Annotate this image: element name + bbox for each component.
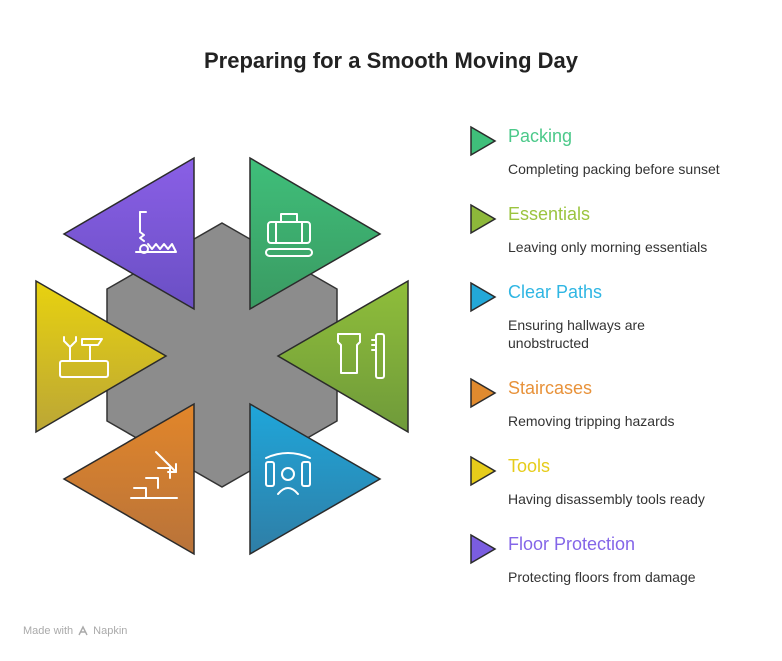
legend-triangle-icon xyxy=(470,455,497,487)
legend-description: Removing tripping hazards xyxy=(508,413,675,429)
legend-title: Floor Protection xyxy=(508,534,636,554)
legend-triangle-icon xyxy=(470,377,497,409)
luggage-icon xyxy=(265,213,313,257)
hexagon-diagram xyxy=(35,156,409,556)
legend-triangle-icon xyxy=(470,533,497,565)
floor-trap-icon xyxy=(135,211,177,254)
footer-attribution[interactable]: Made with Napkin xyxy=(23,625,127,637)
segment-essentials xyxy=(276,279,409,434)
legend-title: Essentials xyxy=(508,204,591,224)
legend-triangle-icon xyxy=(470,203,497,235)
footer-brand: Napkin xyxy=(93,625,128,637)
toothpaste-brush-icon xyxy=(337,333,385,379)
segment-tools xyxy=(35,279,168,434)
toolbox-icon xyxy=(59,336,109,378)
legend-description: Ensuring hallways are unobstructed xyxy=(508,317,645,351)
stairs-icon xyxy=(130,451,178,499)
footer-made-with: Made with xyxy=(23,625,74,637)
segment-clear-paths xyxy=(249,402,382,556)
segment-packing xyxy=(249,156,382,311)
legend-description: Having disassembly tools ready xyxy=(508,491,705,507)
legend-triangle-icon xyxy=(470,125,497,157)
segment-staircases xyxy=(62,402,195,556)
legend-title: Staircases xyxy=(508,378,593,398)
legend-title: Clear Paths xyxy=(508,282,603,302)
person-hallway-icon xyxy=(265,452,311,495)
segment-floor-protection xyxy=(62,156,195,311)
legend-triangle-icon xyxy=(470,281,497,313)
legend-title: Tools xyxy=(508,456,551,476)
legend-description: Leaving only morning essentials xyxy=(508,239,708,255)
legend-description: Protecting floors from damage xyxy=(508,569,696,585)
page-title: Preparing for a Smooth Moving Day xyxy=(203,48,579,73)
legend-description: Completing packing before sunset xyxy=(508,161,720,177)
legend-title: Packing xyxy=(508,126,573,146)
napkin-logo-icon xyxy=(78,625,88,636)
